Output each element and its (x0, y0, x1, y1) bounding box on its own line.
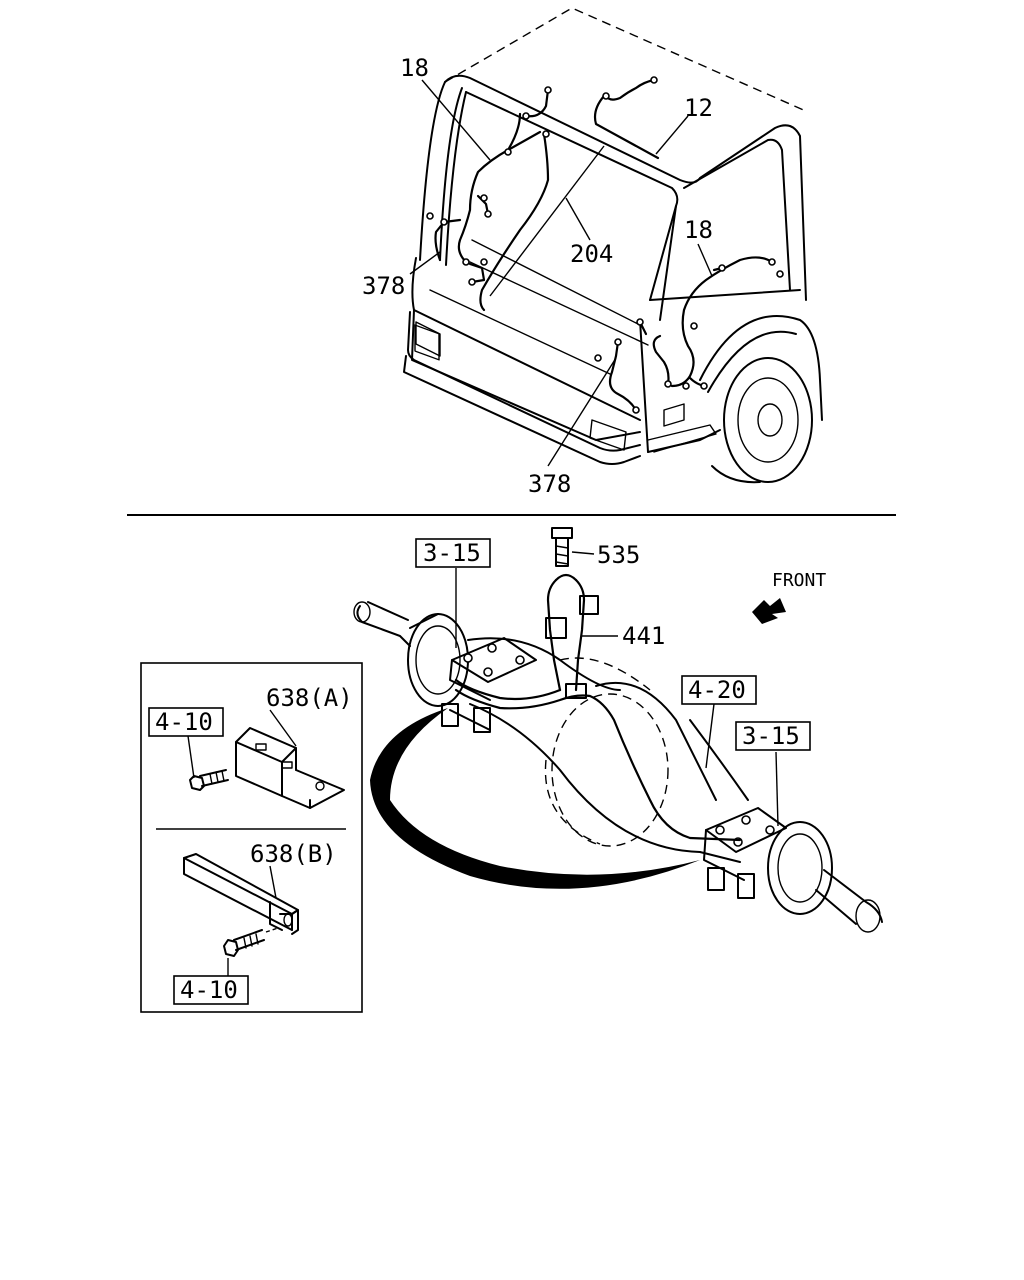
label-harness-roof: 12 (684, 94, 713, 122)
cab-wiring (426, 76, 784, 414)
bracket-b (183, 853, 299, 935)
bracket-inset: 638(A) 4-10 638(B) 4-10 (140, 662, 363, 1013)
front-arrow-icon (752, 598, 786, 624)
axle-leaders (455, 551, 779, 827)
ref-box-right-bracket (735, 721, 811, 751)
label-sensor: 441 (622, 622, 665, 650)
label-clip-left: 378 (362, 272, 405, 300)
label-bolt: 535 (597, 541, 640, 569)
cab-illustration (403, 7, 823, 484)
label-ref-bolt-b: 4-10 (180, 976, 238, 1004)
axle-assembly (353, 601, 883, 933)
label-bracket-a: 638(A) (266, 684, 353, 712)
ref-box-axle (681, 675, 757, 705)
label-harness-right: 18 (684, 216, 713, 244)
label-harness-left: 18 (400, 54, 429, 82)
label-bracket-b: 638(B) (250, 840, 337, 868)
bracket-a (235, 727, 345, 809)
bolt-b-icon (223, 927, 279, 957)
sensor-harness (454, 573, 742, 842)
ref-box-bolt-a (148, 707, 224, 737)
shadow-arc (370, 708, 700, 889)
label-clip-bottom: 378 (528, 470, 571, 498)
ref-box-bolt-b (173, 975, 249, 1005)
cab-leaders (409, 79, 713, 467)
label-ref-left-bracket: 3-15 (423, 539, 481, 567)
ref-box-left-bracket (415, 538, 491, 568)
label-front: FRONT (772, 570, 826, 591)
label-ref-right-bracket: 3-15 (742, 722, 800, 750)
label-harness-front: 204 (570, 240, 613, 268)
label-ref-axle: 4-20 (688, 676, 746, 704)
bolt-535 (551, 527, 573, 567)
label-ref-bolt-a: 4-10 (155, 708, 213, 736)
